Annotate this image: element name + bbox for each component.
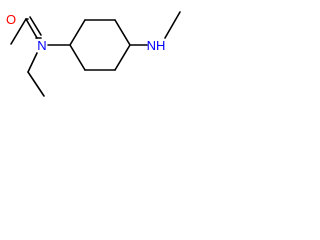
oxygen-atom-label: O: [6, 12, 16, 27]
bond-amine-methyl: [164, 11, 181, 39]
ring-bond-3: [114, 19, 131, 46]
ring-bond-4: [114, 44, 131, 71]
bond-carbonyl-oxygen-2: [29, 16, 42, 36]
amide-nitrogen-label: N: [37, 38, 46, 53]
bond-n-ethyl: [27, 52, 38, 73]
ring-bond-1: [69, 19, 86, 46]
bond-methyl-carbonyl: [10, 18, 27, 45]
bonds: [10, 11, 181, 97]
bond-ethyl-methyl: [27, 71, 45, 97]
ring-bond-6: [69, 44, 86, 71]
structure-diagram: O N NH: [6, 11, 181, 97]
bond-carbonyl-oxygen-1: [25, 18, 38, 39]
amine-nh-label: NH: [147, 38, 166, 53]
